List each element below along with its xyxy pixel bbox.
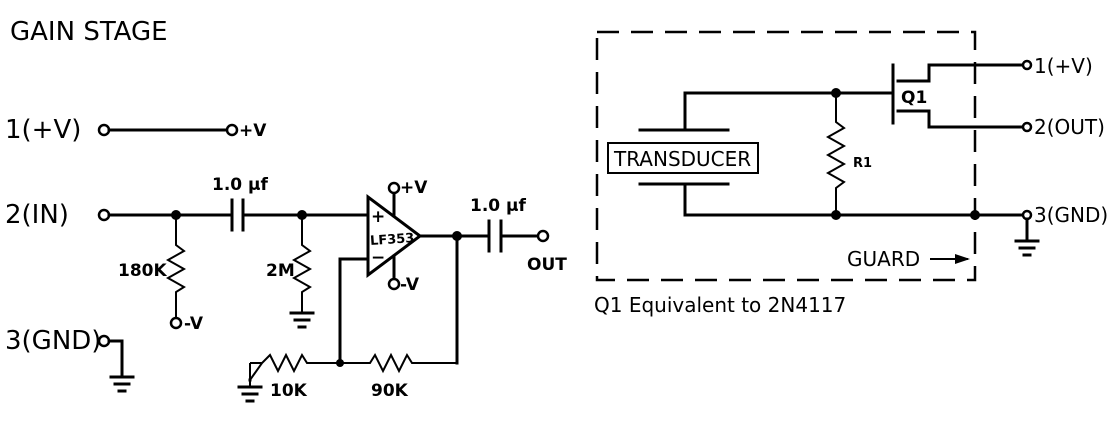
resistor-180k-label: 180K xyxy=(118,261,167,281)
junction-node xyxy=(970,210,980,220)
input-capacitor-label: 1.0 µf xyxy=(212,175,269,195)
ground-icon xyxy=(289,311,315,329)
opamp-lf353: + − LF353 +V -V xyxy=(366,178,428,295)
opamp-minus-sign: − xyxy=(371,248,385,268)
out-terminal xyxy=(536,229,550,243)
input-capacitor: 1.0 µf xyxy=(212,175,269,232)
vplus-terminal xyxy=(225,123,239,137)
tx-pin2-label: 2(OUT) xyxy=(1034,115,1105,139)
transducer-enclosure xyxy=(595,30,977,282)
resistor-2m-label: 2M xyxy=(266,261,295,281)
guard-indicator: GUARD xyxy=(847,247,970,271)
opamp-vplus-terminal xyxy=(387,181,401,195)
tx-pin2-terminal xyxy=(1021,121,1033,133)
ground-icon xyxy=(109,375,135,393)
vminus-terminal xyxy=(169,316,183,330)
pin1-label: 1(+V) xyxy=(5,115,81,145)
vplus-label: +V xyxy=(239,121,267,141)
out-label: OUT xyxy=(527,255,567,275)
resistor-10k-label: 10K xyxy=(270,381,308,401)
junction-node xyxy=(336,359,344,367)
pin3-gnd: 3(GND) xyxy=(5,326,135,393)
jfet-q1: Q1 xyxy=(891,63,931,129)
tx-pin3-label: 3(GND) xyxy=(1034,203,1108,227)
opamp-vminus-terminal xyxy=(387,277,401,291)
pin3-label: 3(GND) xyxy=(5,326,101,356)
opamp-vminus-label: -V xyxy=(400,275,420,295)
resistor-180k: 180K -V xyxy=(118,215,204,334)
opamp-plus-sign: + xyxy=(371,207,385,227)
opamp-vplus-label: +V xyxy=(400,178,428,198)
resistor-90k: 90K xyxy=(340,352,457,401)
ground-icon xyxy=(237,363,263,403)
pin1-vplus-wire: 1(+V) +V xyxy=(5,115,267,145)
guard-label: GUARD xyxy=(847,247,920,271)
junction-node xyxy=(831,210,841,220)
output-capacitor-label: 1.0 µf xyxy=(470,196,527,216)
opamp-label: LF353 xyxy=(370,231,415,249)
gain-stage-title: GAIN STAGE xyxy=(10,17,168,47)
resistor-10k: 10K xyxy=(237,352,340,403)
jfet-q1-label: Q1 xyxy=(901,88,927,108)
transducer-element: TRANSDUCER xyxy=(607,91,759,217)
tx-pin1-terminal xyxy=(1021,59,1033,71)
resistor-2m: 2M xyxy=(266,215,315,329)
output-capacitor: 1.0 µf xyxy=(470,196,527,253)
transducer-label: TRANSDUCER xyxy=(613,147,751,171)
resistor-r1-label: R1 xyxy=(853,156,872,171)
tx-pin1-label: 1(+V) xyxy=(1034,54,1093,78)
resistor-90k-label: 90K xyxy=(371,381,409,401)
resistor-r1: R1 xyxy=(825,93,872,215)
transducer-caption: Q1 Equivalent to 2N4117 xyxy=(594,293,846,317)
pin2-label: 2(IN) xyxy=(5,200,69,230)
ground-icon xyxy=(1014,217,1040,257)
vminus-label: -V xyxy=(184,314,204,334)
